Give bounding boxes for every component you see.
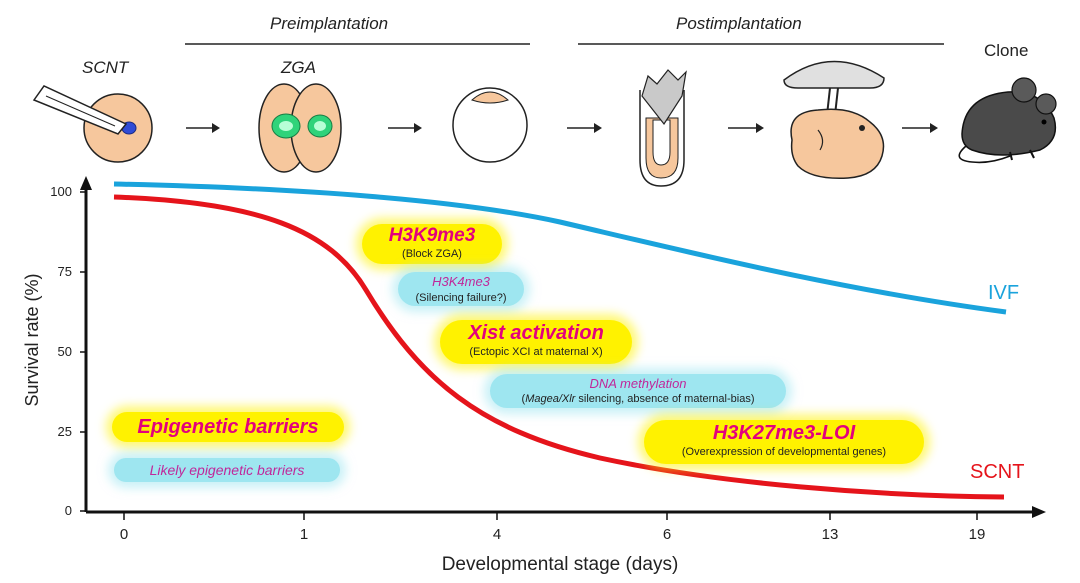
zga-label: ZGA: [281, 58, 316, 77]
legend-likely-barriers: Likely epigenetic barriers: [114, 458, 340, 482]
preimplantation-heading: Preimplantation: [270, 14, 389, 33]
dna-methylation-barrier: DNA methylation (Magea/Xlr silencing, ab…: [490, 374, 786, 408]
x-tick-label: 4: [492, 526, 502, 543]
h3k9me3-title: H3K9me3: [388, 225, 476, 246]
h3k27me3-title: H3K27me3-LOI: [712, 422, 856, 444]
h3k9me3-barrier: H3K9me3 (Block ZGA): [362, 224, 502, 264]
scnt-series-label: SCNT: [970, 461, 1025, 483]
stage-arrow-icon: [728, 123, 764, 133]
dna-methylation-note: (Magea/Xlr silencing, absence of materna…: [521, 393, 755, 405]
x-tick-label: 0: [119, 526, 129, 543]
h3k4me3-title: H3K4me3: [432, 274, 490, 289]
dna-methylation-note-rest: silencing, absence of maternal-bias): [575, 393, 755, 405]
scnt-curve: [113, 194, 1005, 500]
legend-epigenetic-label: Epigenetic barriers: [137, 416, 319, 438]
blastocyst-icon: [452, 87, 528, 163]
legend-likely-label: Likely epigenetic barriers: [149, 462, 305, 478]
clone-label: Clone: [984, 41, 1029, 60]
xist-barrier: Xist activation (Ectopic XCI at maternal…: [440, 320, 632, 364]
stage-arrow-icon: [186, 123, 220, 133]
h3k4me3-barrier: H3K4me3 (Silencing failure?): [398, 272, 524, 306]
mouse-icon: [958, 77, 1057, 164]
y-axis-title: Survival rate (%): [22, 273, 42, 406]
stage-arrow-icon: [902, 123, 938, 133]
x-tick-label: 19: [968, 526, 986, 543]
y-tick-label: 0: [64, 503, 72, 518]
h3k4me3-note: (Silencing failure?): [415, 292, 507, 304]
scnt-oocyte-icon: [32, 85, 153, 163]
x-axis-arrowhead: [1032, 506, 1046, 518]
h3k27me3-barrier: H3K27me3-LOI (Overexpression of developm…: [644, 420, 924, 464]
dna-methylation-gene-names: Magea/Xlr: [525, 393, 576, 405]
stage-arrow-icon: [567, 123, 602, 133]
fetus-icon: [783, 60, 885, 179]
scnt-label: SCNT: [82, 58, 129, 77]
stage-arrow-icon: [388, 123, 422, 133]
h3k27me3-note: (Overexpression of developmental genes): [681, 446, 887, 458]
x-tick-marks: [123, 512, 978, 520]
dna-methylation-title: DNA methylation: [589, 376, 687, 391]
ivf-curve: [113, 181, 1007, 315]
x-tick-label: 1: [299, 526, 309, 543]
x-tick-label: 6: [662, 526, 672, 543]
y-tick-label: 50: [57, 344, 72, 359]
legend-epigenetic-barriers: Epigenetic barriers: [112, 412, 344, 442]
xist-title: Xist activation: [468, 322, 604, 344]
x-axis-title: Developmental stage (days): [441, 554, 679, 575]
ivf-series-label: IVF: [988, 282, 1020, 304]
xist-note: (Ectopic XCI at maternal X): [469, 346, 603, 358]
two-cell-embryo-icon: [258, 83, 342, 173]
y-tick-marks: [80, 191, 86, 512]
y-tick-label: 100: [50, 184, 72, 199]
egg-cylinder-icon: [639, 69, 687, 187]
y-axis-arrowhead: [80, 176, 92, 190]
y-tick-label: 25: [57, 424, 72, 439]
postimplantation-heading: Postimplantation: [676, 14, 802, 33]
y-tick-label: 75: [57, 264, 72, 279]
h3k9me3-note: (Block ZGA): [402, 248, 462, 260]
x-tick-label: 13: [821, 526, 839, 543]
